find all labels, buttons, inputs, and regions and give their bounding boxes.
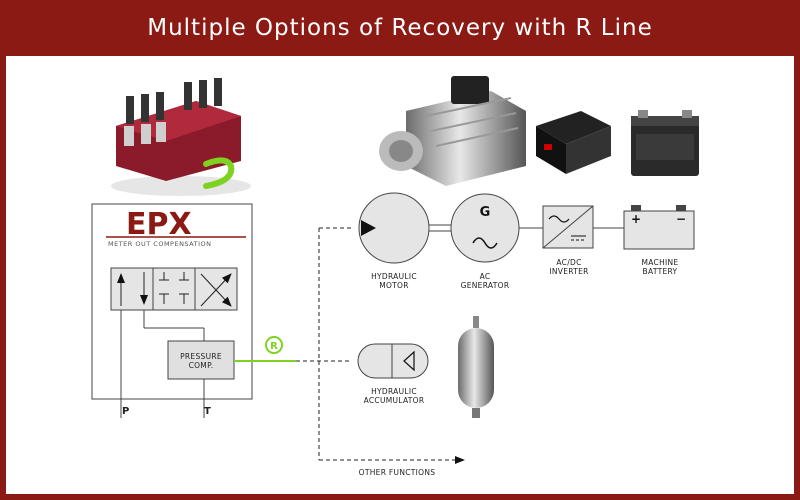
ac-generator-symbol: G [450, 193, 520, 263]
generator-g-label: G [480, 205, 491, 220]
hydraulic-motor-label: HYDRAULIC MOTOR [371, 272, 417, 290]
inverter-label: AC/DC INVERTER [549, 258, 589, 276]
pressure-comp-label: PRESSURE COMP. [180, 352, 222, 370]
r-marker-label: R [270, 341, 278, 352]
port-t-label: T [204, 406, 212, 417]
battery-minus-icon: − [676, 212, 686, 226]
title-bar: Multiple Options of Recovery with R Line [0, 0, 800, 56]
epx-logo: EPX METER OUT COMPENSATION [106, 207, 246, 248]
dashed-distribution [296, 227, 465, 464]
directional-valve-symbol [110, 267, 238, 311]
hydraulic-diagram: EPX METER OUT COMPENSATION [91, 76, 699, 464]
pressure-comp-box [167, 340, 235, 380]
logo-text: EPX [126, 207, 192, 242]
page-title: Multiple Options of Recovery with R Line [147, 15, 653, 41]
valve-housing [91, 203, 253, 400]
accumulator-photo [458, 316, 494, 418]
port-p-label: P [122, 406, 130, 417]
logo-subtitle: METER OUT COMPENSATION [108, 240, 212, 248]
other-functions-label: OTHER FUNCTIONS [358, 468, 436, 477]
diagram-panel: EPX METER OUT COMPENSATION [6, 56, 794, 494]
motor-generator-photo [379, 76, 526, 186]
r-marker-circle [265, 336, 283, 354]
inverter-symbol [542, 205, 594, 249]
ac-generator-label: AC GENERATOR [460, 272, 510, 290]
battery-plus-icon: + [631, 212, 641, 226]
battery-photo [631, 110, 699, 176]
battery-symbol: + − [623, 205, 695, 250]
accumulator-symbol [357, 343, 429, 379]
valve-block-photo [111, 78, 251, 196]
accumulator-label: HYDRAULIC ACCUMULATOR [363, 387, 425, 405]
inverter-photo [536, 111, 611, 174]
hydraulic-motor-symbol [358, 192, 430, 264]
battery-label: MACHINE BATTERY [641, 258, 679, 276]
